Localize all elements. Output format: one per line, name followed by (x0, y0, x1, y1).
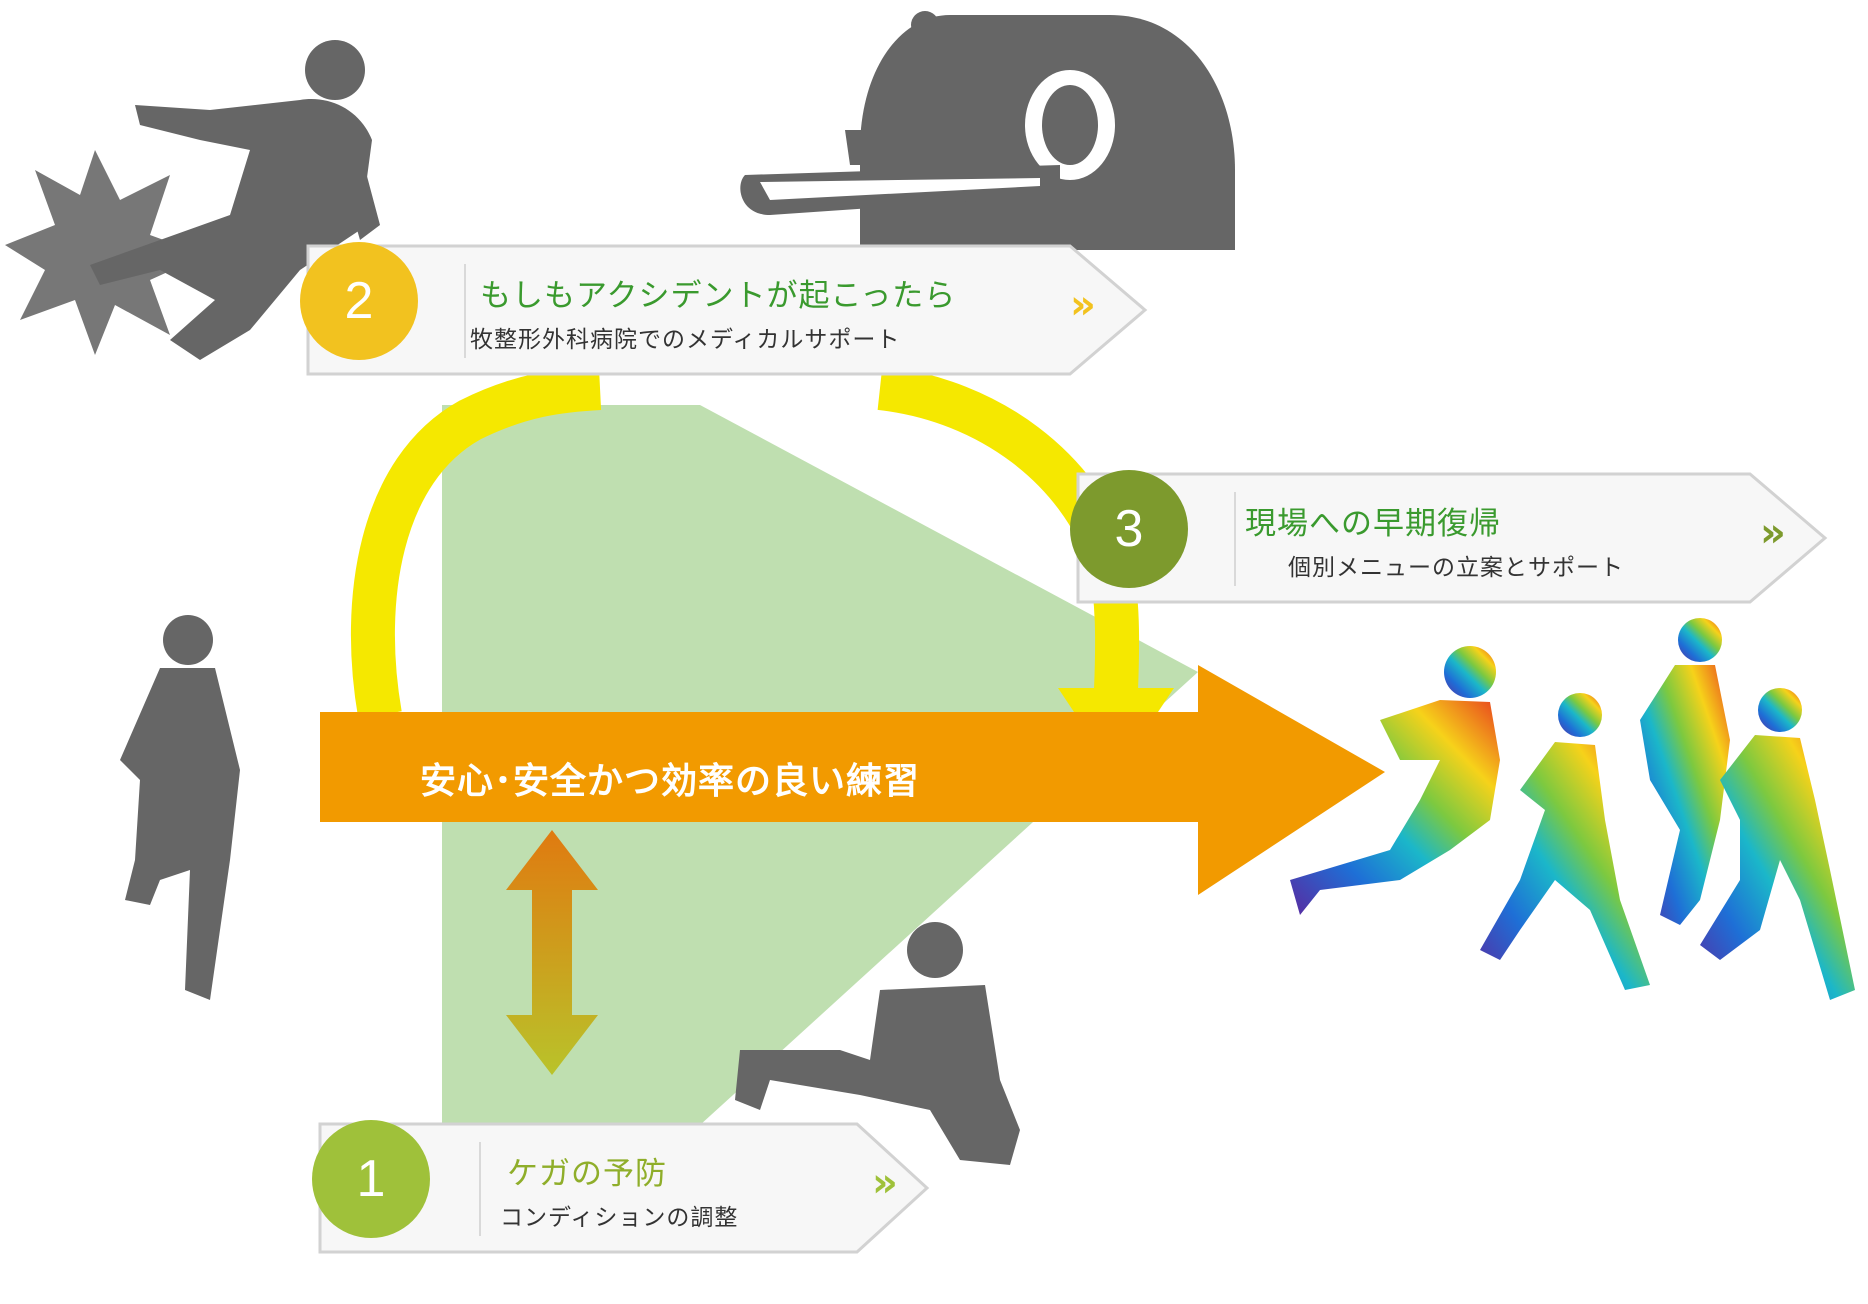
step-card-2[interactable]: 2 もしもアクシデントが起こったら 牧整形外科病院でのメディカルサポート » (300, 240, 1160, 380)
impact-burst-icon (5, 150, 205, 355)
step-subtitle: 牧整形外科病院でのメディカルサポート (470, 327, 901, 353)
step-card-1[interactable]: 1 ケガの予防 コンディションの調整 » (312, 1118, 932, 1258)
step-number-badge: 1 (312, 1120, 430, 1238)
jogger-icon (120, 615, 240, 1000)
stretching-person-icon (735, 922, 1020, 1165)
injured-runner-icon (90, 40, 380, 361)
chevron-right-icon: » (1760, 510, 1786, 556)
step-card-3[interactable]: 3 現場への早期復帰 個別メニューの立案とサポート » (1070, 468, 1830, 608)
main-arrow (320, 665, 1385, 895)
chevron-right-icon: » (1070, 282, 1096, 328)
step-number-badge: 3 (1070, 470, 1188, 588)
step-subtitle: 個別メニューの立案とサポート (1288, 555, 1624, 581)
step-subtitle: コンディションの調整 (500, 1205, 739, 1231)
double-arrow (506, 830, 598, 1075)
step-title: もしもアクシデントが起こったら (480, 278, 957, 314)
chevron-right-icon: » (872, 1160, 898, 1206)
step-number-badge: 2 (300, 242, 418, 360)
cycle-arc-left (350, 366, 602, 719)
rainbow-runners-icon (1290, 618, 1855, 1000)
step-title: ケガの予防 (507, 1156, 667, 1192)
step-title: 現場への早期復帰 (1245, 506, 1501, 542)
main-arrow-label: 安心･安全かつ効率の良い練習 (420, 761, 921, 802)
mri-scanner-icon (740, 11, 1235, 250)
